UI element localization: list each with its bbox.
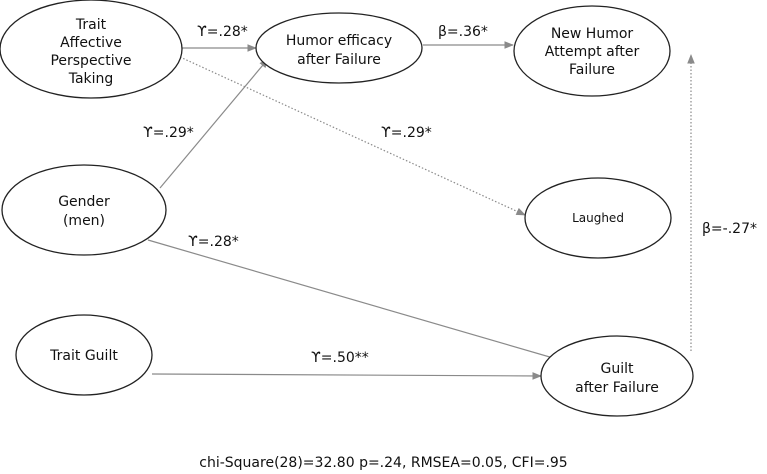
node-gender-line1: Gender (58, 194, 110, 210)
node-new-humor-line3: Failure (569, 62, 615, 78)
model-fit-statistics: chi-Square(28)=32.80 p=.24, RMSEA=0.05, … (199, 455, 568, 471)
node-gender-line2: (men) (63, 213, 105, 229)
node-trait-apt-line4: Taking (68, 71, 114, 87)
coef-traitguilt-to-guilt: ϒ=.50** (311, 350, 369, 366)
path-gender-to-guilt (147, 239, 568, 364)
coef-apt-to-efficacy: ϒ=.28* (197, 24, 248, 40)
path-apt-to-laughed (179, 56, 526, 216)
node-humor-efficacy-line2: after Failure (297, 52, 381, 68)
node-laughed-label: Laughed (572, 211, 624, 225)
node-trait-guilt: Trait Guilt (15, 314, 153, 396)
node-guilt-line1: Guilt (601, 361, 635, 377)
node-new-humor: New Humor Attempt after Failure (513, 5, 671, 97)
node-new-humor-line1: New Humor (551, 26, 634, 42)
node-laughed: Laughed (524, 177, 672, 259)
coef-gender-to-guilt: ϒ=.28* (188, 234, 239, 250)
node-guilt-line2: after Failure (575, 380, 659, 396)
node-new-humor-line2: Attempt after (545, 44, 640, 60)
node-trait-guilt-label: Trait Guilt (49, 348, 118, 364)
node-trait-apt-line2: Affective (60, 35, 122, 51)
node-humor-efficacy: Humor efficacy after Failure (255, 12, 423, 84)
path-gender-to-efficacy (159, 58, 269, 189)
coef-gender-to-efficacy: ϒ=.29* (143, 125, 194, 141)
path-traitguilt-to-guilt (151, 372, 542, 380)
node-guilt: Guilt after Failure (540, 335, 694, 417)
coef-efficacy-to-new: β=.36* (438, 24, 488, 40)
coef-guilt-to-new: β=-.27* (702, 221, 757, 237)
node-trait-apt-line1: Trait (75, 17, 107, 33)
node-trait-apt: Trait Affective Perspective Taking (0, 0, 183, 99)
node-trait-apt-line3: Perspective (50, 53, 131, 69)
node-gender: Gender (men) (1, 164, 167, 256)
node-humor-efficacy-line1: Humor efficacy (286, 33, 392, 49)
coef-apt-to-laughed: ϒ=.29* (381, 125, 432, 141)
